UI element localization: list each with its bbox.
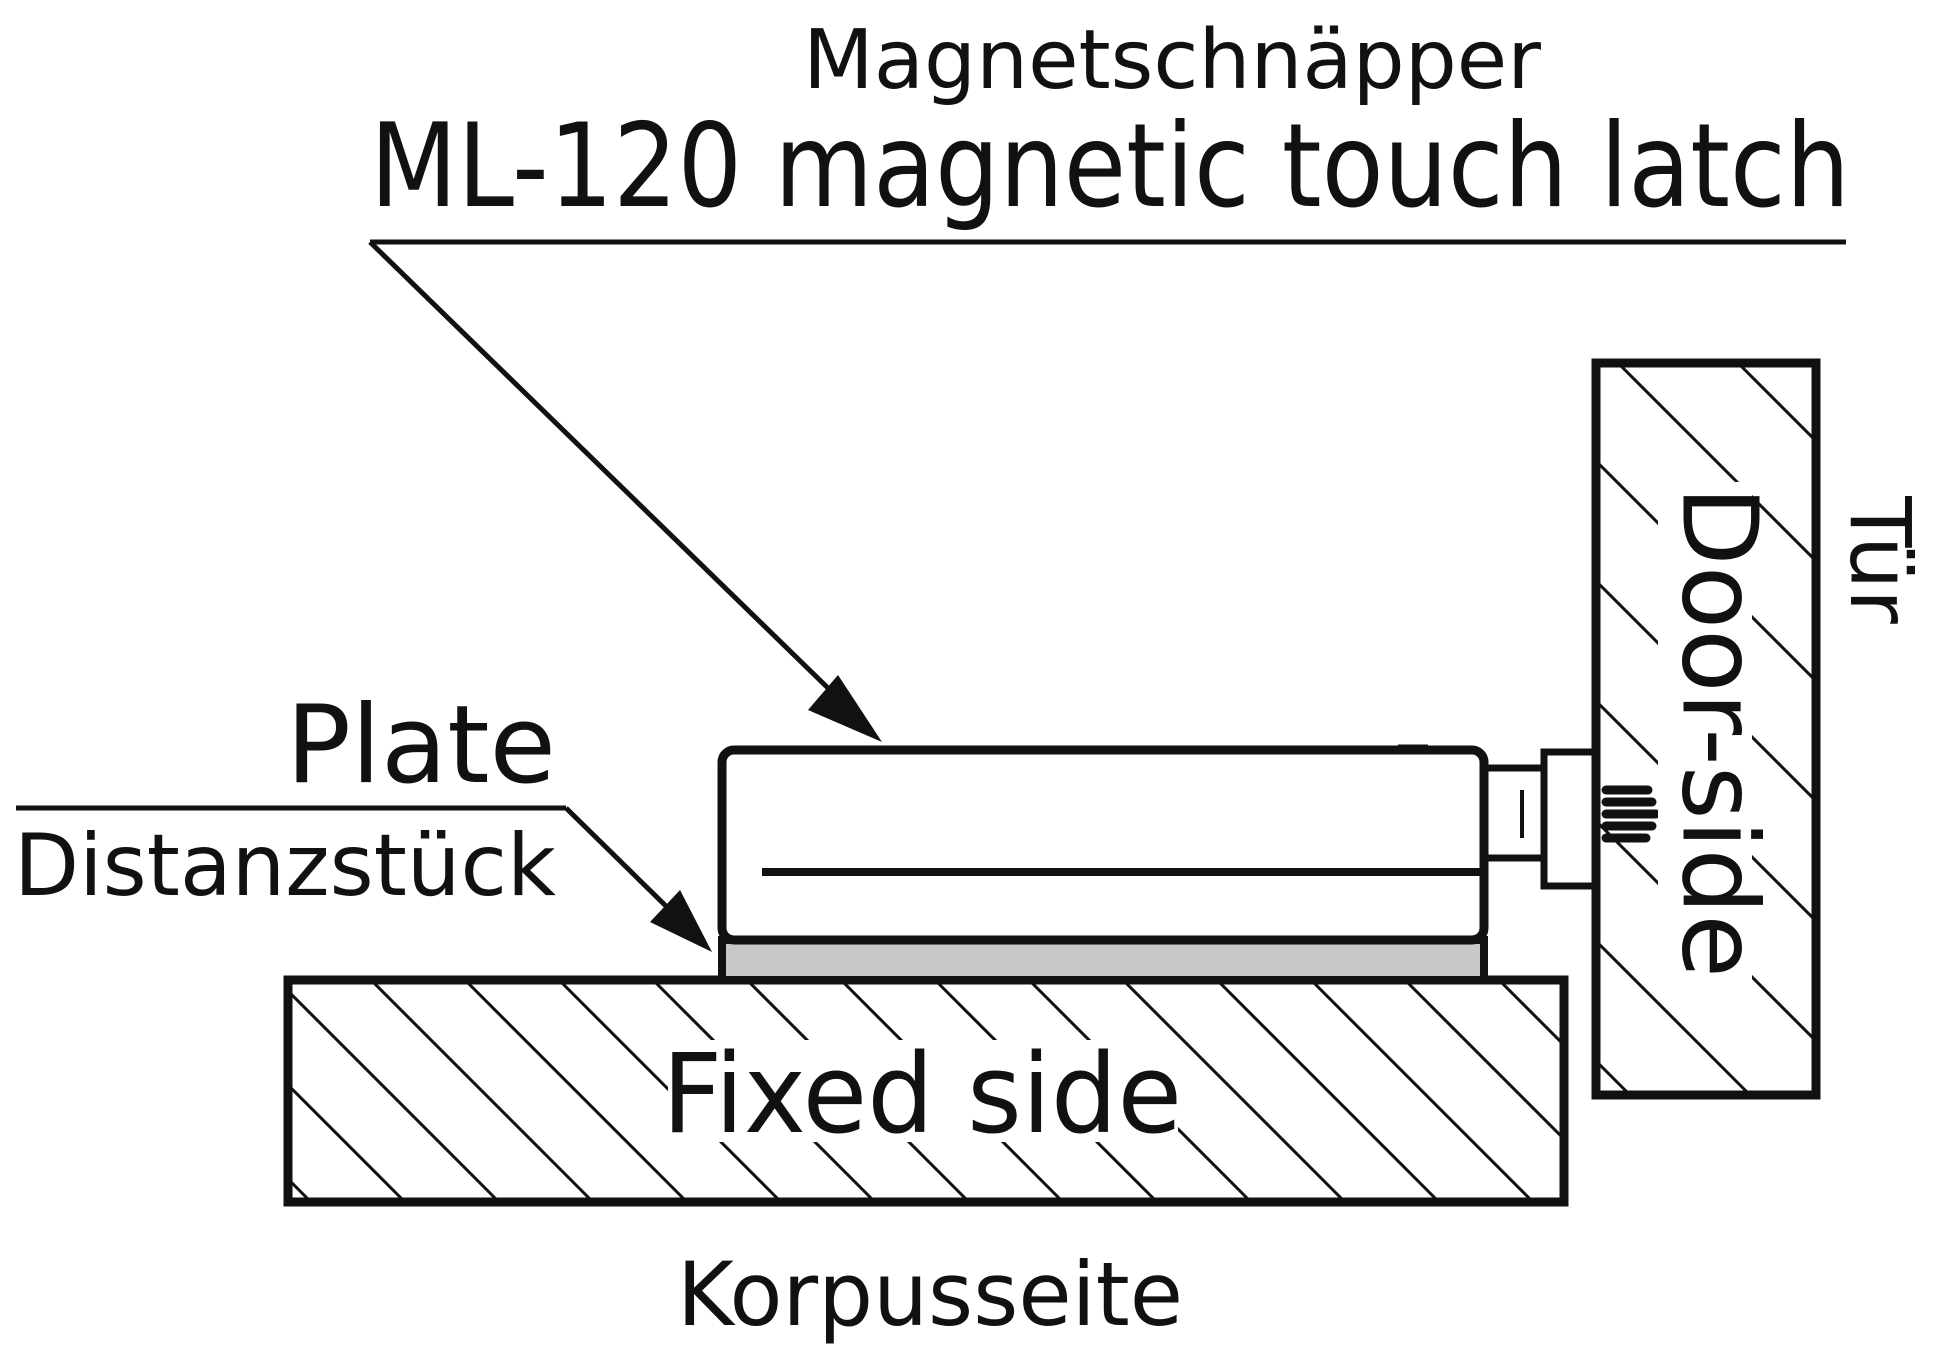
hatch-line	[290, 1084, 406, 1201]
hatch-line	[1500, 983, 1562, 1046]
door-side-panel	[1591, 358, 1821, 1100]
door-side-label-backing	[1658, 482, 1752, 984]
hatch-line	[1124, 983, 1346, 1201]
fixed-side-label-backing	[668, 1040, 1178, 1142]
hatch-line	[1598, 700, 1814, 922]
latch-plunger	[1480, 748, 1600, 890]
spacer-plate	[718, 936, 1488, 984]
plate-leader-arrow	[16, 805, 712, 952]
latch-label-german: Magnetschnäpper	[803, 13, 1541, 108]
striker-screw	[1601, 785, 1661, 843]
fixed-side-label-german: Korpusseite	[677, 1243, 1183, 1346]
magnetic-latch-body	[717, 744, 1489, 945]
hatch-line	[290, 990, 500, 1201]
hatch-line	[1218, 983, 1440, 1201]
hatch-line	[372, 983, 594, 1201]
plate-label-german: Distanzstück	[14, 816, 556, 916]
hatch-line	[466, 983, 688, 1201]
hatch-line	[290, 1178, 312, 1201]
latch-leader-arrow	[368, 239, 1846, 742]
door-side-label-german: Tür	[1831, 495, 1929, 624]
fixed-side-label-english: Fixed side	[662, 1030, 1182, 1158]
hatch-line	[1598, 940, 1750, 1093]
hatch-line	[1312, 983, 1534, 1201]
latch-label-english: ML-120 magnetic touch latch	[370, 99, 1850, 234]
hatch-line	[1598, 460, 1814, 682]
hatch-line	[1406, 983, 1562, 1140]
door-side-label-english: Door-side	[1659, 486, 1781, 978]
plate-label-english: Plate	[286, 683, 556, 808]
